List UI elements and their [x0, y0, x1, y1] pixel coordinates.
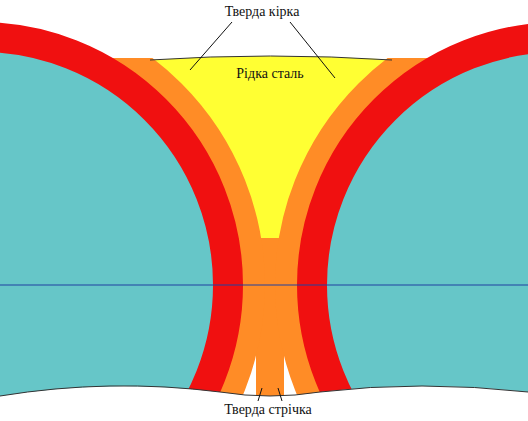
right-solid-shell	[287, 58, 528, 408]
part-label: Рідка сталь	[234, 66, 305, 82]
axis-line	[0, 285, 528, 286]
pool-surface	[150, 56, 392, 60]
right-roll-surface	[312, 37, 528, 421]
bottom-outline	[0, 386, 528, 396]
part-label: Тверда стрічка	[222, 402, 314, 418]
part-label: Тверда кірка	[223, 4, 302, 20]
left-solid-shell	[0, 58, 253, 408]
leader-line	[258, 388, 262, 401]
left-roll-surface	[0, 37, 228, 421]
leader-line	[190, 22, 232, 70]
leader-line	[278, 388, 282, 401]
